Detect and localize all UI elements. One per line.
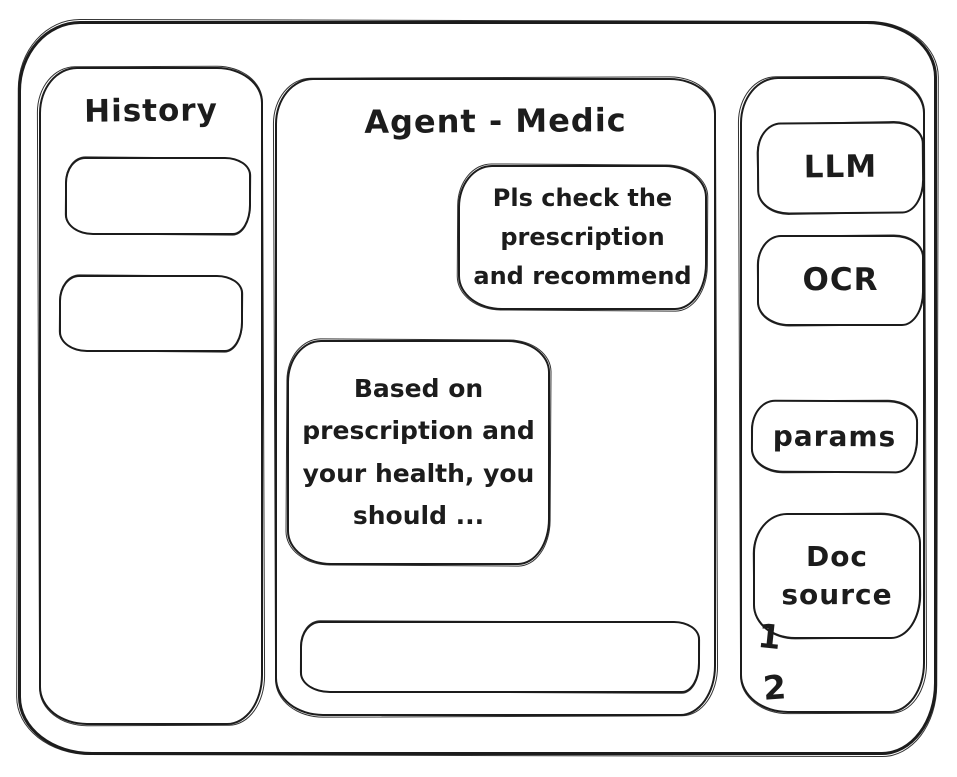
chat-input-box[interactable] xyxy=(300,621,700,693)
app-window-frame: History Agent - Medic Pls check the pres… xyxy=(18,21,937,755)
doc-source-button[interactable]: Doc source xyxy=(753,513,921,639)
chat-title: Agent - Medic xyxy=(364,101,627,141)
history-item-2[interactable] xyxy=(59,275,243,352)
annotation-number-1: 1 xyxy=(756,615,783,658)
user-message-bubble: Pls check the prescription and recommend xyxy=(458,165,707,310)
chat-input[interactable] xyxy=(302,623,698,691)
assistant-message-text: Based on prescription and your health, y… xyxy=(302,373,535,531)
annotation-number-2: 2 xyxy=(761,667,788,708)
user-message-text: Pls check the prescription and recommend xyxy=(473,184,692,290)
assistant-message-bubble: Based on prescription and your health, y… xyxy=(287,340,550,565)
tools-panel: LLM OCR params Doc source 1 2 xyxy=(740,77,925,713)
history-panel: History xyxy=(39,67,263,725)
history-item-1[interactable] xyxy=(65,157,251,235)
ocr-button[interactable]: OCR xyxy=(757,235,924,326)
llm-button[interactable]: LLM xyxy=(756,121,925,215)
chat-panel: Agent - Medic Pls check the prescription… xyxy=(275,78,716,716)
history-title: History xyxy=(83,92,218,130)
params-button[interactable]: params xyxy=(750,399,919,474)
